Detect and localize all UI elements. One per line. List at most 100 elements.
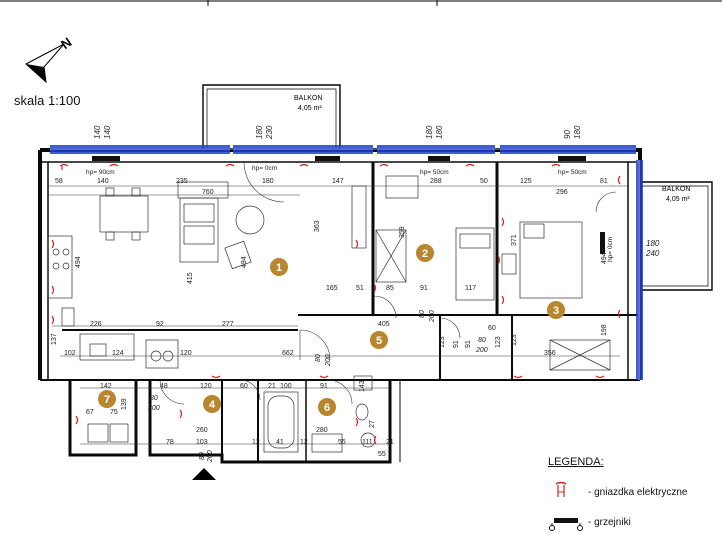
hp-label: hp= 0cm <box>607 237 614 262</box>
dim-text: 200 <box>147 405 160 412</box>
dim-text: 662 <box>282 350 294 357</box>
room-number: 7 <box>104 394 110 406</box>
dim-text: 91 <box>420 285 428 292</box>
window-dimensions: 140 140 180 230 180 180 90 180 180 240 <box>93 125 660 258</box>
hp-label: hp= 50cm <box>558 169 587 176</box>
dim-text: 165 <box>326 285 338 292</box>
room-marker <box>270 258 288 276</box>
dim-text: 147 <box>332 178 344 185</box>
dim-text: 371 <box>511 234 518 246</box>
window-dim-h: 230 <box>265 125 274 140</box>
dim-text: 50 <box>480 178 488 185</box>
dim-text: 198 <box>601 324 608 336</box>
legend-row: - grzejniki <box>548 507 718 537</box>
dim-text: 60 <box>240 383 248 390</box>
balcony-right: BALKON 4,05 m² <box>638 181 713 291</box>
room-marker <box>416 244 434 262</box>
dim-text: 67 <box>86 409 94 416</box>
dim-text: 200 <box>475 347 488 354</box>
room2-furniture <box>375 175 495 301</box>
dim-text: 123 <box>511 334 518 346</box>
dim-text: 140 <box>97 178 109 185</box>
dim-text: 277 <box>222 321 234 328</box>
dimension-numbers: 58 140 235 180 147 288 50 125 296 81 760… <box>51 178 608 463</box>
dim-text: 91 <box>453 340 460 348</box>
dim-text: 415 <box>187 272 194 284</box>
legend-row: - gniazdka elektryczne <box>548 477 718 507</box>
dim-text: 12 <box>300 439 308 446</box>
hp-label: hp= 90cm <box>86 169 115 176</box>
dim-text: 142 <box>100 383 112 390</box>
dim-text: 78 <box>166 439 174 446</box>
dim-text: 92 <box>156 321 164 328</box>
dim-text: 260 <box>196 427 208 434</box>
balcony-top-label: BALKON <box>294 95 322 102</box>
dim-text: 27 <box>369 420 376 428</box>
dim-text: 363 <box>314 220 321 232</box>
window-dim-h: 240 <box>645 249 660 258</box>
bathroom-fixtures <box>87 375 376 453</box>
dim-text: 180 <box>262 178 274 185</box>
dim-text: 21 <box>268 383 276 390</box>
dim-text: 48 <box>160 383 168 390</box>
window-dim-w: 180 <box>255 125 264 139</box>
legend: LEGENDA: - gniazdka elektryczne - grzejn… <box>548 456 718 537</box>
radiator-icon <box>548 510 588 534</box>
dim-text: 137 <box>51 333 58 345</box>
hp-label: hp= 50cm <box>420 169 449 176</box>
dim-text: 55 <box>378 451 386 458</box>
dim-text: 123 <box>495 336 502 348</box>
dim-text: 80 <box>478 337 486 344</box>
dim-text: 359 <box>399 226 406 238</box>
dim-text: 102 <box>64 350 76 357</box>
legend-radiator-label: - grzejniki <box>588 516 631 528</box>
dim-text: 280 <box>316 427 328 434</box>
dim-text: 80 <box>419 310 426 318</box>
dim-text: 91 <box>465 340 472 348</box>
dim-text: 494 <box>601 252 608 264</box>
room-number: 2 <box>422 248 428 260</box>
dim-text: 494 <box>241 256 248 268</box>
dim-text: 75 <box>110 409 118 416</box>
north-label: N <box>58 34 74 52</box>
dim-text: 21 <box>386 439 394 446</box>
doors <box>159 161 617 405</box>
balcony-right-area: 4,05 m² <box>666 196 690 203</box>
dim-text: 117 <box>465 285 476 292</box>
dim-text: 100 <box>280 383 292 390</box>
dim-text: 124 <box>112 350 124 357</box>
dim-text: 125 <box>520 178 532 185</box>
dim-text: 58 <box>55 178 63 185</box>
dim-text: 200 <box>429 310 436 323</box>
legend-socket-label: - gniazdka elektryczne <box>588 486 688 498</box>
balcony-right-label: BALKON <box>662 186 690 193</box>
window-dim-h: 140 <box>103 125 112 139</box>
window-dim-w: 180 <box>425 125 434 139</box>
scale-label: skala 1:100 <box>14 93 81 108</box>
room-marker <box>370 331 388 349</box>
room-number: 3 <box>553 305 559 317</box>
room-number: 6 <box>324 402 330 414</box>
dim-text: 111 <box>362 439 373 446</box>
dim-text: 41 <box>276 439 284 446</box>
dim-text: 123 <box>439 336 446 348</box>
window-dim-w: 90 <box>563 130 572 139</box>
dim-text: 226 <box>90 321 102 328</box>
dim-text: 494 <box>75 256 82 268</box>
room3-furniture <box>501 221 611 371</box>
dim-text: 288 <box>430 178 442 185</box>
sockets <box>51 163 621 445</box>
window-dim-w: 180 <box>646 239 660 248</box>
balcony-top: BALKON 4,05 m² <box>202 84 341 150</box>
room-markers: 1 2 3 4 5 6 7 <box>98 244 565 416</box>
window-dim-h: 180 <box>573 125 582 139</box>
window-dim-w: 140 <box>93 125 102 139</box>
dim-text: 296 <box>556 189 568 196</box>
living-room-furniture <box>47 181 367 369</box>
windows <box>50 145 643 380</box>
dim-text: 120 <box>200 383 212 390</box>
dim-text: 80 <box>150 395 158 402</box>
balcony-top-area: 4,05 m² <box>298 105 322 112</box>
window-dim-h: 180 <box>435 125 444 139</box>
